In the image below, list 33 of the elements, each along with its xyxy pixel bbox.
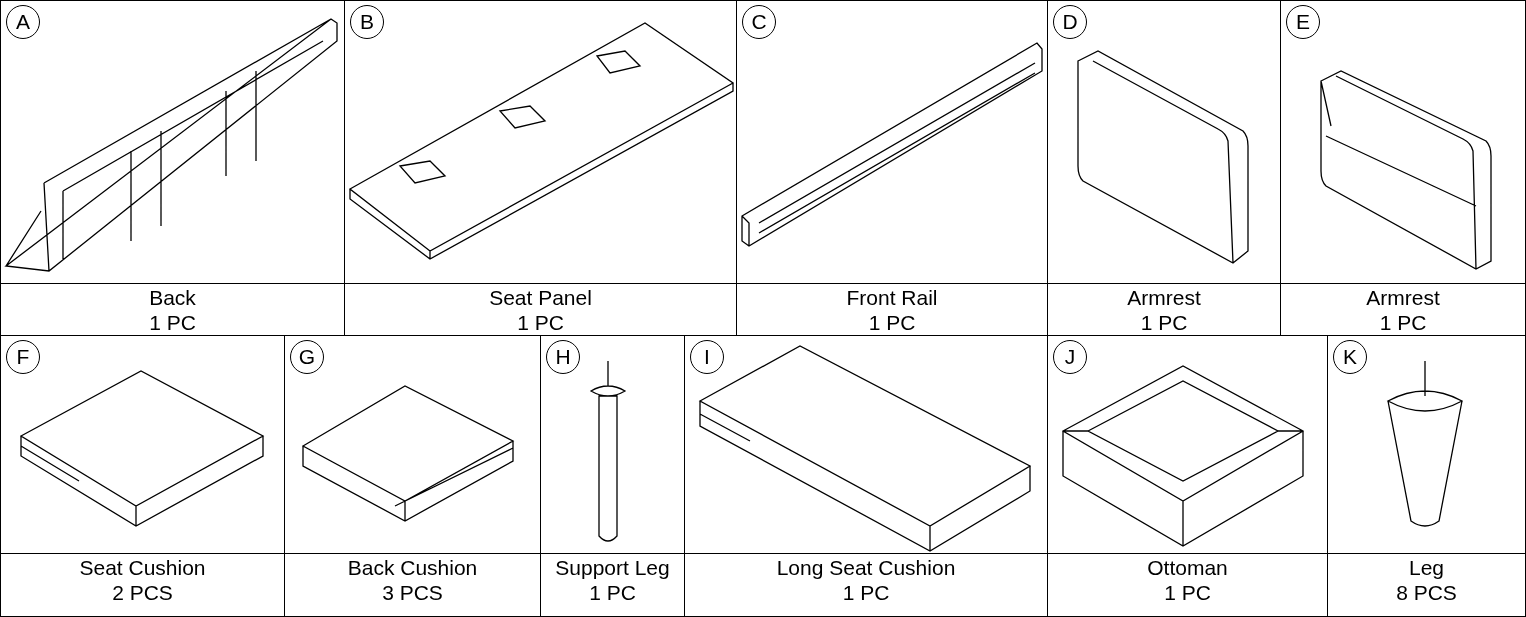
part-quantity: 1 PC [841,581,891,605]
part-quantity: 8 PCS [1395,581,1458,605]
part-letter: F [6,340,40,374]
part-letter: H [546,340,580,374]
part-quantity: 3 PCS [381,581,444,605]
part-quantity: 1 PC [1139,311,1189,335]
part-quantity: 1 PC [1378,311,1428,335]
part-letter: K [1333,340,1367,374]
part-name: Seat Cushion [78,556,207,580]
part-letter: D [1053,5,1087,39]
part-name: Ottoman [1146,556,1229,580]
part-letter: B [350,5,384,39]
part-letter: C [742,5,776,39]
part-quantity: 1 PC [867,311,917,335]
part-letter: J [1053,340,1087,374]
part-letter: A [6,5,40,39]
part-letter: G [290,340,324,374]
part-quantity: 1 PC [1163,581,1212,605]
part-name: Armrest [1126,286,1202,310]
part-quantity: 1 PC [516,311,565,335]
part-name: Front Rail [845,286,939,310]
part-name: Long Seat Cushion [775,556,957,580]
part-name: Back Cushion [346,556,479,580]
part-name: Support Leg [554,556,671,580]
part-name: Seat Panel [488,286,593,310]
part-letter: E [1286,5,1320,39]
part-name: Leg [1407,556,1445,580]
part-quantity: 2 PCS [111,581,174,605]
part-name: Armrest [1365,286,1441,310]
part-quantity: 1 PC [148,311,197,335]
part-quantity: 1 PC [588,581,637,605]
part-letter: I [690,340,724,374]
part-name: Back [148,286,197,310]
